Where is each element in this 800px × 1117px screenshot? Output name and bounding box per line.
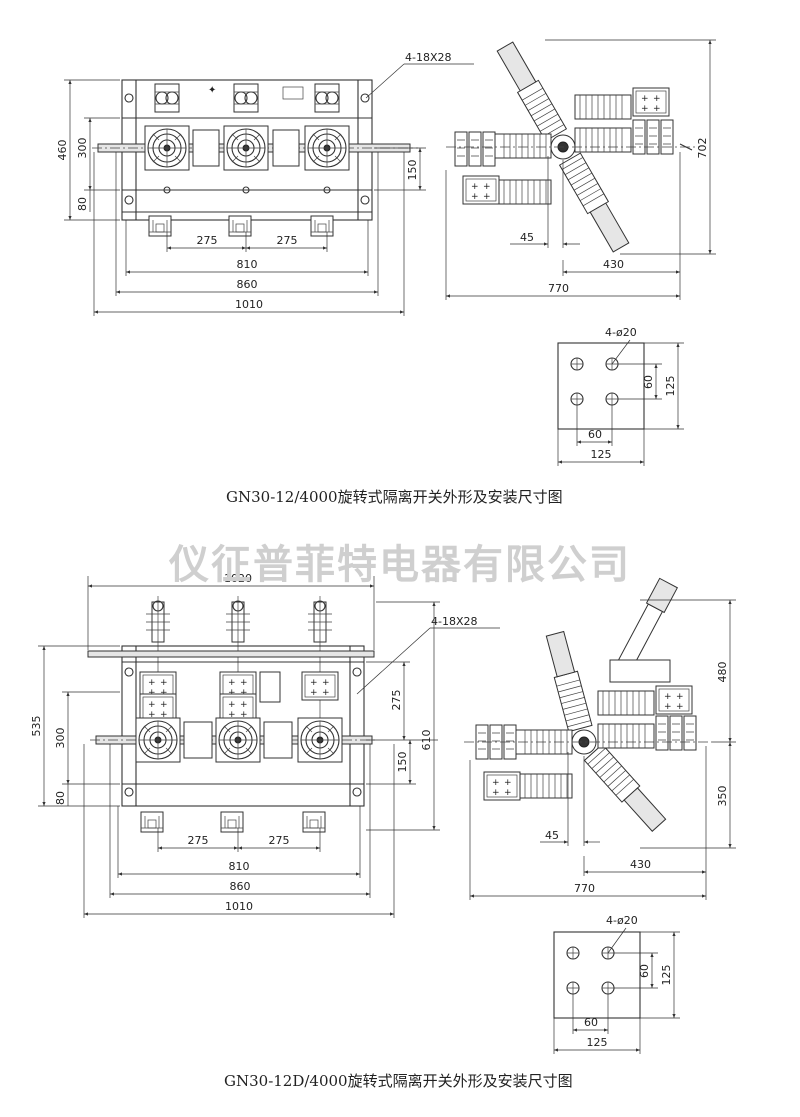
- top-dim-150: 150: [406, 160, 419, 181]
- bottom-dim-810: 810: [229, 860, 250, 873]
- top-dim-300: 300: [76, 138, 89, 159]
- bottom-dim-300: 300: [54, 728, 67, 749]
- bottom-side-dimensions: 480 350 45 430 770: [469, 599, 736, 900]
- bottom-side-dim-770: 770: [574, 882, 595, 895]
- bottom-dim-610: 610: [420, 730, 433, 751]
- top-side-dim-770: 770: [548, 282, 569, 295]
- bottom-hole-dim-125-h: 125: [587, 1036, 608, 1049]
- top-dim-275-right: 275: [277, 234, 298, 247]
- top-dim-275-left: 275: [197, 234, 218, 247]
- bottom-dim-1010: 1010: [225, 900, 253, 913]
- bottom-front-dimensions: 1020 4-18X28 535 300 80 275 150 610: [30, 572, 500, 918]
- top-hole-dim-60-v: 60: [642, 375, 655, 389]
- top-hole-dim-60-h: 60: [588, 428, 602, 441]
- top-hole-note: 4-18X28: [405, 51, 452, 64]
- top-hole-note-4d20: 4-ø20: [605, 326, 637, 339]
- top-dim-860: 860: [237, 278, 258, 291]
- bottom-hole-note: 4-18X28: [431, 615, 478, 628]
- top-hole-dim-125-h: 125: [591, 448, 612, 461]
- bottom-dim-275-v: 275: [390, 690, 403, 711]
- top-front-view: ✦: [92, 79, 418, 237]
- bottom-dim-150: 150: [396, 752, 409, 773]
- bottom-front-view: [87, 596, 378, 833]
- bottom-hole-note-4d20: 4-ø20: [606, 914, 638, 927]
- bottom-dim-1020: 1020: [224, 572, 252, 585]
- top-side-dimensions: 702 45 430 770: [445, 39, 716, 300]
- bottom-dim-860: 860: [230, 880, 251, 893]
- bottom-dim-275-right: 275: [269, 834, 290, 847]
- bottom-drawing-caption: GN30-12D/4000旋转式隔离开关外形及安装尺寸图: [224, 1072, 573, 1090]
- top-dim-1010: 1010: [235, 298, 263, 311]
- bottom-dim-275-left: 275: [188, 834, 209, 847]
- top-front-dimensions: 4-18X28 460 300 80 150 275 275 810: [56, 51, 474, 316]
- top-side-view: [446, 41, 700, 253]
- top-dim-80: 80: [76, 197, 89, 211]
- bottom-hole-pattern: 4-ø20 60 125 60 125: [553, 914, 680, 1054]
- bottom-side-dim-350: 350: [716, 786, 729, 807]
- company-watermark: 仪征普菲特电器有限公司: [169, 542, 631, 588]
- top-side-dim-702: 702: [696, 138, 709, 159]
- top-side-dim-45: 45: [520, 231, 534, 244]
- bottom-dim-80: 80: [54, 791, 67, 805]
- top-dim-810: 810: [237, 258, 258, 271]
- top-drawing-caption: GN30-12/4000旋转式隔离开关外形及安装尺寸图: [226, 488, 563, 506]
- bottom-side-dim-480: 480: [716, 662, 729, 683]
- bottom-side-dim-45: 45: [545, 829, 559, 842]
- top-dim-460: 460: [56, 140, 69, 161]
- bottom-hole-dim-125-v: 125: [660, 965, 673, 986]
- bottom-side-view: [464, 577, 712, 832]
- top-hole-pattern: 4-ø20 60 125 60 125: [557, 326, 684, 466]
- top-hole-dim-125-v: 125: [664, 376, 677, 397]
- bottom-dim-535: 535: [30, 716, 43, 737]
- bottom-hole-dim-60-v: 60: [638, 964, 651, 978]
- svg-text:✦: ✦: [208, 85, 216, 96]
- top-side-dim-430: 430: [603, 258, 624, 271]
- bottom-side-dim-430: 430: [630, 858, 651, 871]
- bottom-hole-dim-60-h: 60: [584, 1016, 598, 1029]
